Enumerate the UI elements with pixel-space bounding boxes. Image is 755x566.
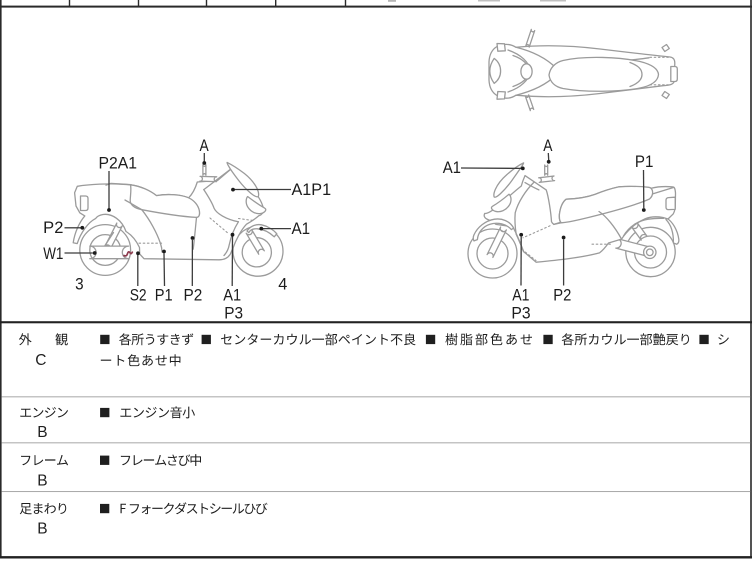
- svg-text:P1: P1: [155, 287, 173, 305]
- svg-text:S2: S2: [130, 287, 147, 305]
- svg-text:A1: A1: [292, 220, 311, 238]
- svg-text:A1P1: A1P1: [292, 181, 332, 199]
- svg-text:P2: P2: [184, 287, 203, 305]
- svg-text:C: C: [35, 352, 46, 369]
- svg-text:4: 4: [278, 275, 287, 293]
- svg-text:B: B: [37, 520, 47, 537]
- svg-text:P2A1: P2A1: [99, 155, 138, 173]
- svg-text:A: A: [200, 137, 209, 155]
- svg-text:P1: P1: [635, 153, 654, 171]
- svg-text:P3: P3: [224, 304, 243, 322]
- svg-text:A1: A1: [512, 287, 529, 305]
- svg-text:P2: P2: [43, 219, 63, 237]
- svg-text:P2: P2: [553, 287, 571, 305]
- svg-text:B: B: [37, 473, 47, 490]
- svg-text:A1: A1: [443, 159, 461, 177]
- svg-text:P3: P3: [511, 304, 530, 322]
- svg-text:3: 3: [75, 275, 84, 293]
- svg-text:W1: W1: [43, 245, 63, 263]
- svg-text:A1: A1: [223, 287, 241, 305]
- svg-text:A: A: [543, 137, 552, 155]
- svg-text:B: B: [37, 424, 47, 441]
